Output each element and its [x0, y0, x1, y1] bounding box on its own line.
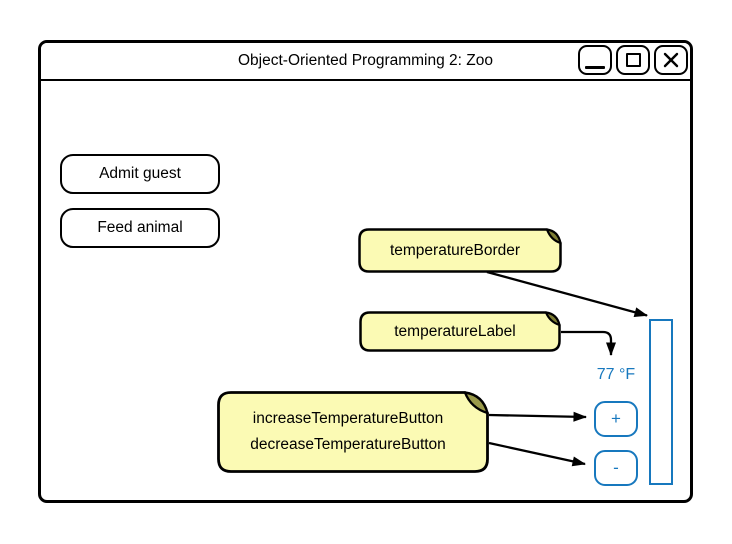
- temperature-border-rect: [649, 319, 673, 485]
- note-temperature-label: temperatureLabel: [359, 311, 561, 352]
- temperature-label-value: 77 °F: [596, 366, 636, 383]
- window-controls: [578, 45, 688, 75]
- minimize-icon: [585, 66, 605, 69]
- note-label: increaseTemperatureButton decreaseTemper…: [217, 391, 479, 473]
- note-label: temperatureLabel: [394, 322, 516, 340]
- sticky-note-shape: [217, 391, 489, 473]
- note-line-decrease: decreaseTemperatureButton: [250, 436, 446, 453]
- feed-animal-button[interactable]: Feed animal: [60, 208, 220, 248]
- sticky-note-shape: [358, 228, 562, 273]
- note-fold-icon: [463, 391, 489, 415]
- minimize-button[interactable]: [578, 45, 612, 75]
- maximize-icon: [625, 53, 641, 67]
- note-temperature-border: temperatureBorder: [358, 228, 562, 273]
- close-icon: [663, 52, 679, 68]
- title-bar: Object-Oriented Programming 2: Zoo: [41, 43, 690, 81]
- note-line-increase: increaseTemperatureButton: [252, 410, 444, 427]
- increase-temperature-button[interactable]: +: [594, 401, 638, 437]
- note-temperature-buttons: increaseTemperatureButton decreaseTemper…: [217, 391, 489, 473]
- close-button[interactable]: [654, 45, 688, 75]
- admit-guest-button[interactable]: Admit guest: [60, 154, 220, 194]
- note-fold-icon: [545, 228, 562, 245]
- sticky-note-shape: [359, 311, 561, 352]
- decrease-temperature-button[interactable]: -: [594, 450, 638, 486]
- window-title: Object-Oriented Programming 2: Zoo: [238, 52, 493, 69]
- note-label: temperatureBorder: [389, 241, 521, 259]
- maximize-button[interactable]: [616, 45, 650, 75]
